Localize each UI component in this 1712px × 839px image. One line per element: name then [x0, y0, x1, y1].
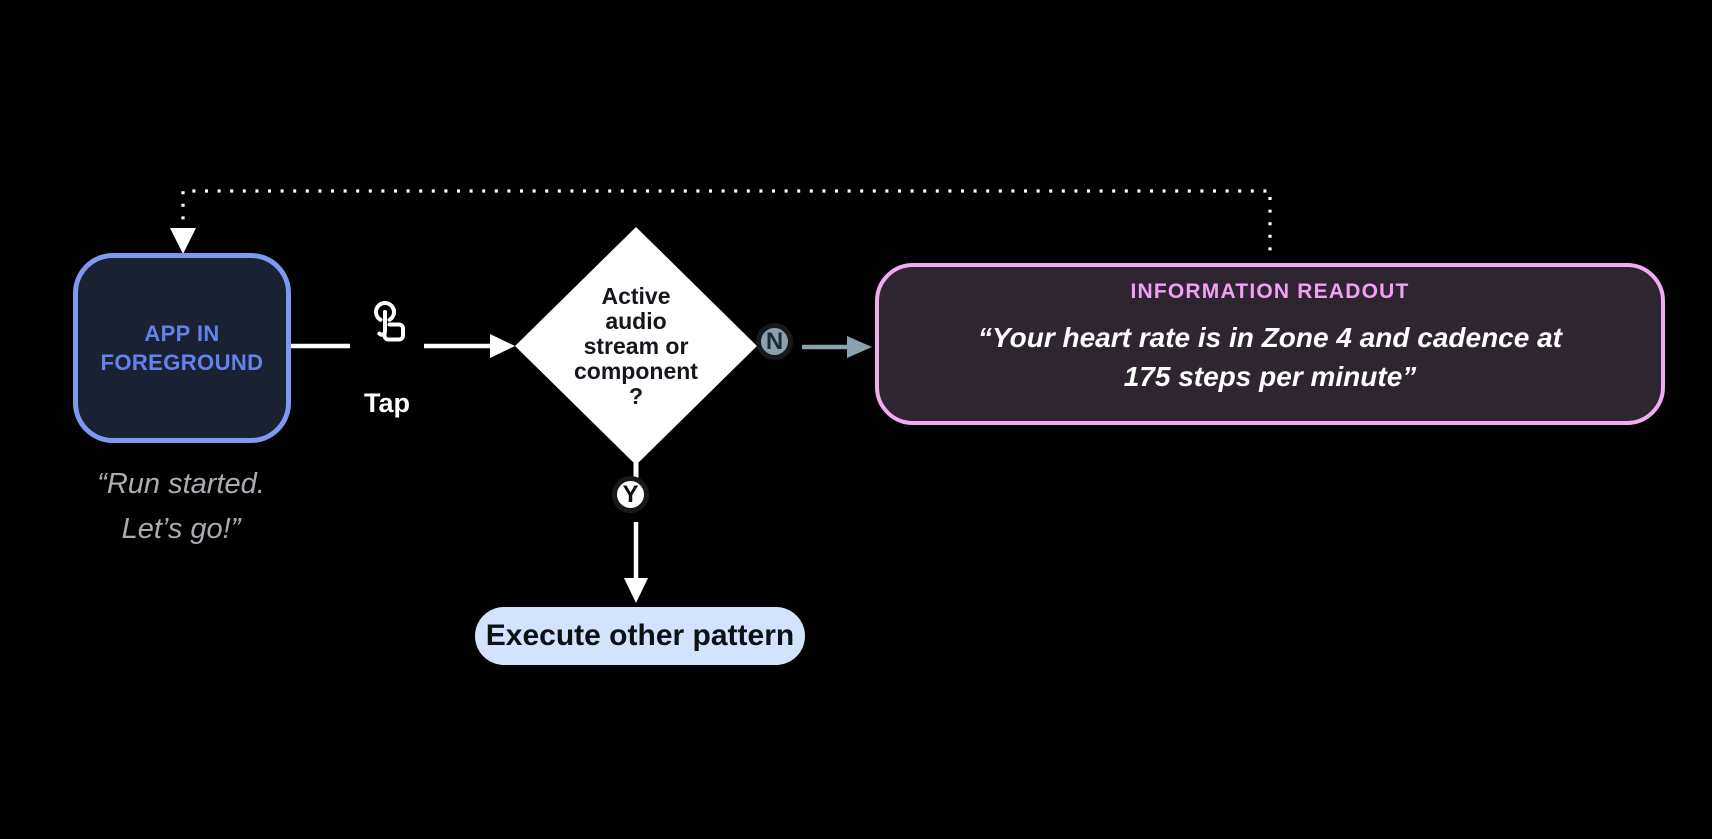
- decision-label: Active audio stream or component ?: [574, 283, 698, 409]
- arrowhead-to-readout-icon: [847, 336, 872, 358]
- execute-other-pattern-node: Execute other pattern: [475, 607, 805, 665]
- information-readout-quote: “Your heart rate is in Zone 4 and cadenc…: [977, 322, 1563, 392]
- execute-other-pattern-label: Execute other pattern: [485, 619, 795, 652]
- branch-yes-badge: Y: [612, 476, 649, 513]
- decision-diamond: [515, 227, 757, 465]
- information-readout-node: INFORMATION READOUT “Your heart rate is …: [875, 263, 1665, 425]
- app-voice-caption: “Run started. Let’s go!”: [97, 468, 265, 545]
- arrowhead-to-decision-icon: [490, 334, 515, 358]
- tap-label: Tap: [364, 388, 410, 418]
- tap-icon: [374, 301, 405, 342]
- feedback-dotted-line: [181, 189, 1272, 258]
- app-foreground-label: APP IN FOREGROUND: [100, 321, 264, 375]
- branch-no-badge: N: [756, 323, 793, 360]
- app-foreground-node: APP IN FOREGROUND: [73, 253, 291, 443]
- feedback-arrowhead-icon: [170, 228, 196, 254]
- information-readout-title: INFORMATION READOUT: [1130, 280, 1410, 303]
- arrowhead-to-action-icon: [624, 578, 648, 603]
